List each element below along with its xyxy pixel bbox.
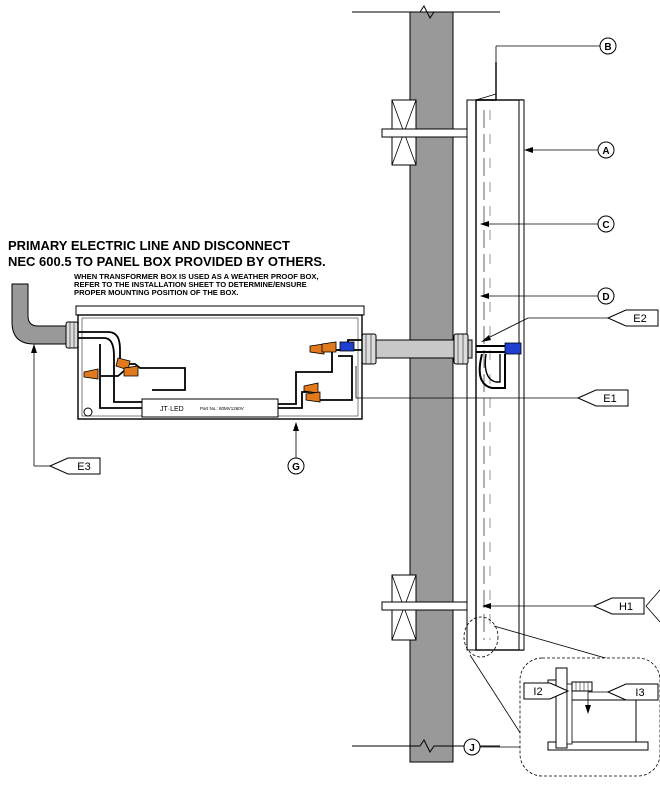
ground-screw bbox=[83, 407, 93, 417]
wire-nut bbox=[321, 341, 337, 353]
callout-i3: I3 bbox=[585, 683, 659, 714]
wire-nut bbox=[83, 368, 99, 380]
circle-callout-a: A bbox=[524, 141, 615, 159]
note-line-1: PRIMARY ELECTRIC LINE AND DISCONNECT bbox=[8, 238, 290, 253]
mounting-rail bbox=[466, 99, 477, 651]
conduit-fitting-right bbox=[453, 333, 469, 365]
conduit bbox=[361, 333, 473, 365]
wire-nut bbox=[305, 391, 321, 403]
notes: PRIMARY ELECTRIC LINE AND DISCONNECT NEC… bbox=[8, 238, 326, 297]
detail-frame bbox=[519, 657, 660, 777]
bottom-break-line bbox=[352, 739, 500, 753]
transformer-part-number: Part No.: 80MV1260V bbox=[200, 406, 244, 411]
sign-cabinet bbox=[466, 62, 525, 651]
svg-text:E2: E2 bbox=[633, 313, 646, 325]
conduit-fitting-left bbox=[361, 333, 377, 365]
blue-connector bbox=[339, 341, 355, 352]
wire-nut bbox=[123, 365, 139, 377]
callout-e1: E1 bbox=[355, 366, 629, 407]
callout-i2: I2 bbox=[523, 682, 570, 700]
svg-text:E3: E3 bbox=[77, 461, 90, 473]
note-sub-2: REFER TO THE INSTALLATION SHEET TO DETER… bbox=[74, 280, 307, 289]
blue-connector bbox=[504, 342, 522, 355]
callout-e3: E3 bbox=[31, 344, 101, 475]
cabinet-face bbox=[518, 99, 525, 651]
note-sub-1: WHEN TRANSFORMER BOX IS USED AS A WEATHE… bbox=[74, 272, 319, 281]
circle-callout-b: B bbox=[495, 37, 617, 62]
svg-text:C: C bbox=[602, 220, 609, 231]
circle-callout-d: D bbox=[480, 287, 615, 305]
svg-text:H1: H1 bbox=[619, 601, 633, 613]
top-break-line bbox=[352, 5, 500, 19]
svg-text:B: B bbox=[604, 42, 611, 53]
primary-conduit-elbow bbox=[11, 283, 79, 349]
circle-callout-c: C bbox=[480, 215, 615, 233]
svg-text:J: J bbox=[469, 743, 475, 754]
note-sub-3: PROPER MOUNTING POSITION OF THE BOX. bbox=[74, 288, 239, 297]
wire-nut bbox=[309, 343, 325, 355]
svg-text:I2: I2 bbox=[533, 686, 542, 698]
box-lid bbox=[75, 305, 365, 316]
transformer-brand: JT·LED bbox=[160, 406, 184, 413]
callout-e2: E2 bbox=[481, 309, 659, 342]
elbow-fitting bbox=[65, 321, 79, 349]
svg-text:D: D bbox=[602, 292, 609, 303]
svg-text:E1: E1 bbox=[603, 393, 616, 405]
svg-text:G: G bbox=[292, 462, 300, 473]
wire-nuts bbox=[83, 341, 337, 403]
svg-text:A: A bbox=[602, 146, 609, 157]
detail-marker bbox=[463, 616, 499, 658]
note-line-2: NEC 600.5 TO PANEL BOX PROVIDED BY OTHER… bbox=[8, 254, 326, 269]
cabinet-wiring bbox=[476, 342, 522, 389]
callout-h1: H1 bbox=[482, 589, 660, 623]
cabinet-return-top bbox=[476, 62, 497, 101]
circle-callout-g: G bbox=[287, 422, 305, 475]
svg-text:I3: I3 bbox=[635, 687, 644, 699]
